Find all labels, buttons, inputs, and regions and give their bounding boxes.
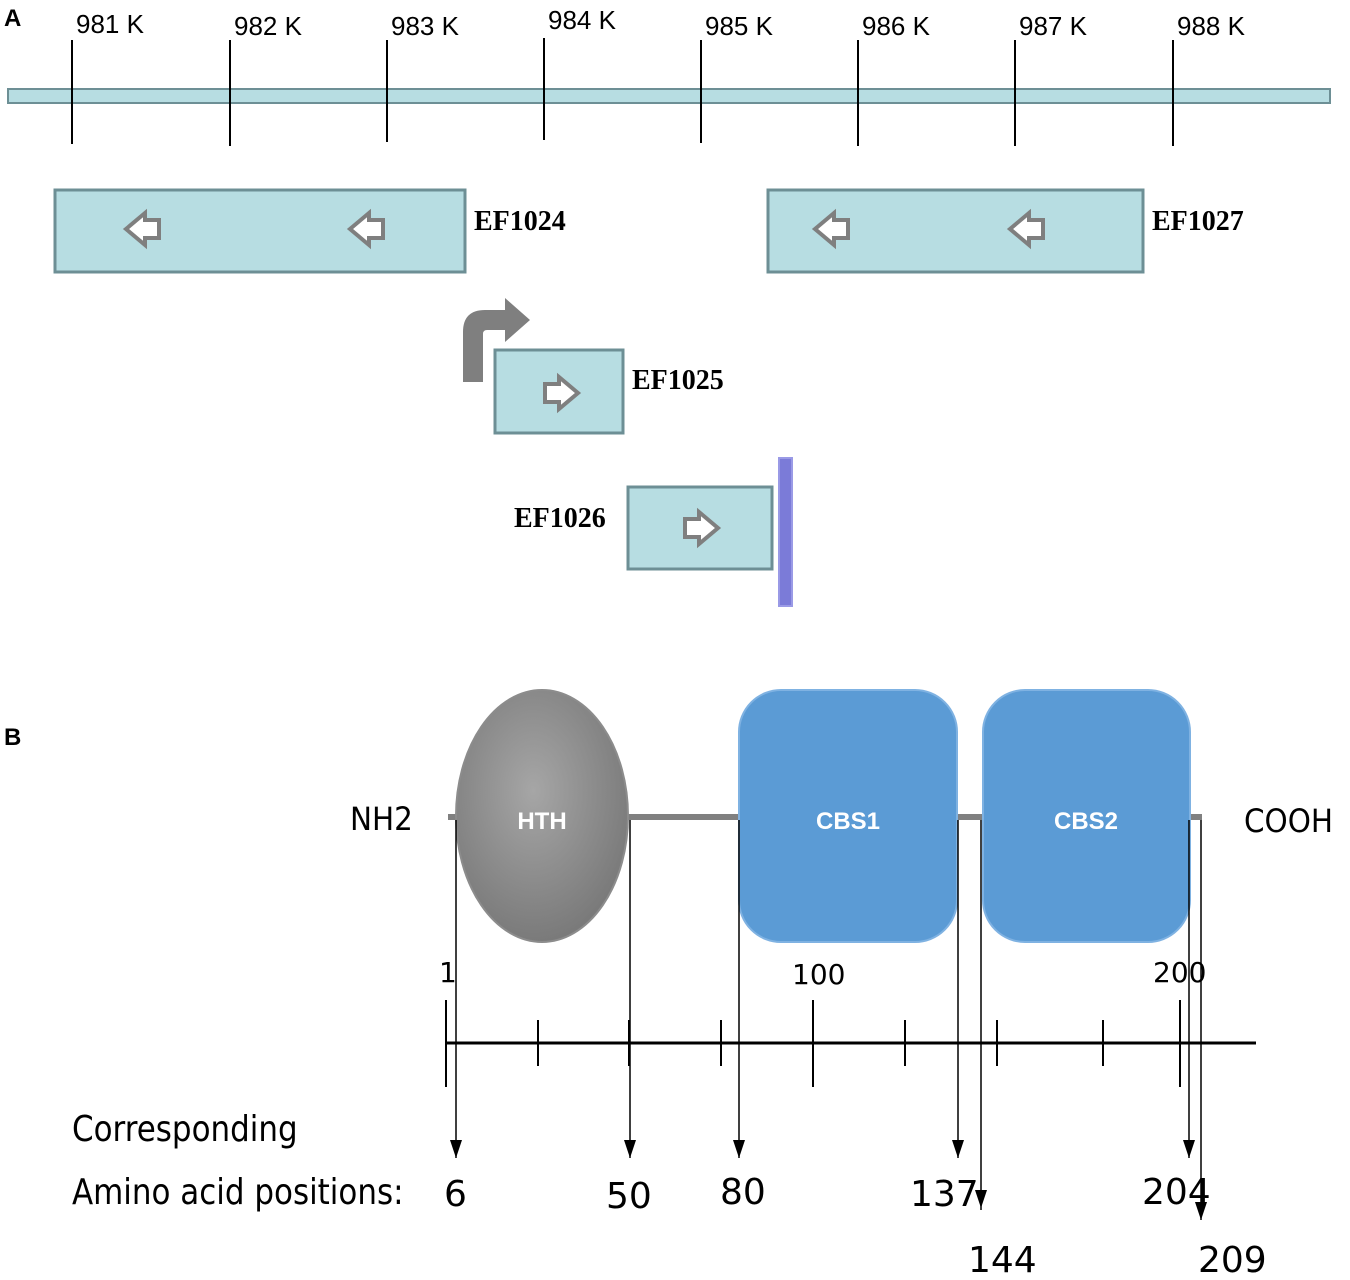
left-arrow-icon [1006, 208, 1045, 250]
ruler-label: 981 K [76, 9, 145, 39]
panel-b-label: B [4, 724, 21, 751]
ruler-ticks [71, 38, 1174, 146]
n-terminus-label: NH2 [350, 801, 413, 838]
arrowhead-icon [733, 1140, 745, 1158]
chromosome-bar [7, 88, 1331, 104]
left-arrow-icon [122, 208, 161, 250]
panel-a-label: A [4, 5, 21, 32]
hth-domain [455, 689, 629, 943]
gene-ef1025 [493, 348, 625, 435]
position-value: 204 [1142, 1172, 1211, 1213]
terminator-bar [778, 457, 793, 607]
cbs2-domain-label: CBS2 [1054, 808, 1118, 835]
c-terminus-label: COOH [1244, 803, 1333, 840]
position-value: 209 [1198, 1240, 1267, 1280]
cbs2-domain [982, 689, 1191, 943]
caption-line-1: Corresponding [72, 1108, 298, 1150]
scale-label: 100 [792, 958, 845, 991]
gene-ef1027 [766, 188, 1145, 274]
ruler-label: 985 K [705, 11, 774, 41]
ruler-label: 988 K [1177, 11, 1246, 41]
gene-label-ef1025: EF1025 [632, 365, 724, 396]
gene-label-ef1024: EF1024 [474, 206, 566, 237]
arrowhead-icon [975, 1190, 987, 1208]
position-value: 137 [910, 1174, 979, 1215]
ruler-label: 987 K [1019, 11, 1088, 41]
right-arrow-icon [543, 372, 582, 414]
position-value: 50 [606, 1176, 652, 1217]
ruler-label: 982 K [234, 11, 303, 41]
scale-label: 200 [1153, 956, 1206, 989]
left-arrow-icon [346, 208, 385, 250]
arrowhead-icon [1183, 1140, 1195, 1158]
arrowhead-icon [624, 1140, 636, 1158]
scale-label: 1 [439, 956, 457, 989]
position-value: 144 [968, 1240, 1037, 1280]
ruler-label: 984 K [548, 5, 617, 35]
cbs1-domain-label: CBS1 [816, 808, 880, 835]
position-value: 6 [444, 1174, 467, 1215]
scale-ticks [445, 1000, 1181, 1087]
caption-line-2: Amino acid positions: [72, 1171, 404, 1213]
gene-label-ef1026: EF1026 [514, 503, 606, 534]
gene-ef1024 [53, 188, 467, 274]
ruler-label: 986 K [862, 11, 931, 41]
gene-ef1026 [626, 485, 774, 571]
hth-domain-label: HTH [517, 808, 566, 835]
arrowhead-icon [1195, 1202, 1207, 1220]
right-arrow-icon [683, 507, 722, 549]
left-arrow-icon [811, 208, 850, 250]
arrowhead-icon [450, 1140, 462, 1158]
cbs1-domain [738, 689, 958, 943]
gene-label-ef1027: EF1027 [1152, 206, 1244, 237]
position-arrowheads [450, 1140, 1207, 1220]
arrowhead-icon [952, 1140, 964, 1158]
position-arrows [455, 820, 1202, 1220]
position-value: 80 [720, 1172, 766, 1213]
ruler-label: 983 K [391, 11, 460, 41]
promoter-arrow-icon [463, 298, 530, 382]
